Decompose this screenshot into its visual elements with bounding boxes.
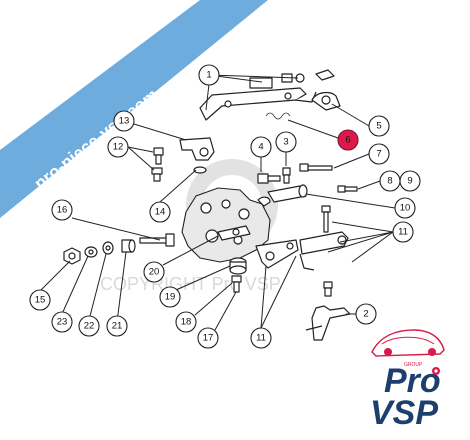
brand-logo: GROUP Pro VSP [370, 329, 445, 432]
svg-text:2: 2 [363, 309, 368, 320]
callout-11-bottom: 11 [250, 327, 272, 349]
callout-3: 3 [275, 131, 297, 153]
logo-accent-icon [432, 367, 440, 375]
callout-5: 5 [368, 115, 390, 137]
part-adjusting-screw [257, 173, 281, 184]
callout-21: 21 [106, 315, 128, 337]
part-crank-lever [305, 281, 351, 341]
part-spring [265, 112, 291, 120]
callout-23: 23 [51, 311, 73, 333]
part-nut [63, 247, 81, 265]
callout-18: 18 [175, 311, 197, 333]
callout-13: 13 [113, 110, 135, 132]
svg-text:13: 13 [119, 116, 130, 127]
website-banner: pro-piece-vsp.com [0, 0, 268, 218]
svg-text:16: 16 [57, 205, 68, 216]
svg-text:4: 4 [258, 142, 263, 153]
part-washer-medium [102, 241, 114, 255]
leader-lines [39, 74, 396, 331]
svg-text:11: 11 [256, 333, 266, 344]
part-small-bolt-nut [337, 185, 358, 193]
part-angled-clip [179, 137, 215, 161]
callout-12: 12 [107, 136, 129, 158]
callout-19: 19 [159, 286, 181, 308]
svg-text:17: 17 [203, 333, 214, 344]
svg-text:19: 19 [165, 292, 176, 303]
part-upper-bracket [199, 69, 335, 121]
callout-8: 8 [379, 170, 401, 192]
part-pivot-lever [311, 91, 341, 111]
logo-group-text: GROUP [404, 362, 423, 368]
part-main-body [181, 187, 271, 263]
callout-9: 9 [399, 170, 421, 192]
logo-pro-text: Pro [384, 362, 441, 400]
callout-1: 1 [198, 64, 220, 86]
callout-16: 16 [51, 199, 73, 221]
callout-17: 17 [197, 327, 219, 349]
svg-text:12: 12 [113, 142, 124, 153]
svg-text:20: 20 [149, 267, 160, 278]
svg-text:8: 8 [387, 176, 392, 187]
svg-text:3: 3 [283, 137, 288, 148]
callout-10: 10 [394, 197, 416, 219]
part-small-bolts [151, 147, 164, 182]
svg-text:15: 15 [35, 295, 46, 306]
callout-11-right: 11 [392, 221, 414, 243]
part-right-linkage [299, 231, 349, 271]
part-sleeve [257, 184, 308, 207]
svg-text:21: 21 [112, 321, 123, 332]
part-spacer [229, 257, 247, 275]
svg-text:11: 11 [398, 227, 408, 238]
svg-text:18: 18 [181, 317, 192, 328]
part-washer [193, 166, 207, 174]
part-long-screw [299, 163, 333, 172]
part-screw [282, 167, 291, 184]
callout-4: 4 [250, 136, 272, 158]
svg-text:5: 5 [376, 121, 381, 132]
logo-car-icon [371, 329, 445, 357]
svg-text:1: 1 [206, 70, 211, 81]
part-linkage-arm [217, 225, 299, 269]
part-small-screw [231, 275, 242, 293]
callout-22: 22 [78, 315, 100, 337]
svg-text:23: 23 [57, 317, 68, 328]
svg-text:9: 9 [407, 176, 412, 187]
callout-6-highlighted: 6 [337, 129, 359, 151]
callout-15: 15 [29, 289, 51, 311]
svg-text:22: 22 [84, 321, 95, 332]
svg-text:7: 7 [376, 149, 381, 160]
part-washer-small [84, 246, 98, 258]
logo-vsp-text: VSP [370, 394, 438, 432]
callout-2: 2 [355, 303, 377, 325]
svg-text:14: 14 [155, 207, 166, 218]
callout-7: 7 [368, 143, 390, 165]
svg-text:10: 10 [400, 203, 411, 214]
part-vertical-bolt [321, 205, 331, 233]
callout-14: 14 [149, 201, 171, 223]
svg-text:6: 6 [345, 135, 350, 146]
part-bushing [121, 239, 136, 253]
callout-20: 20 [143, 261, 165, 283]
